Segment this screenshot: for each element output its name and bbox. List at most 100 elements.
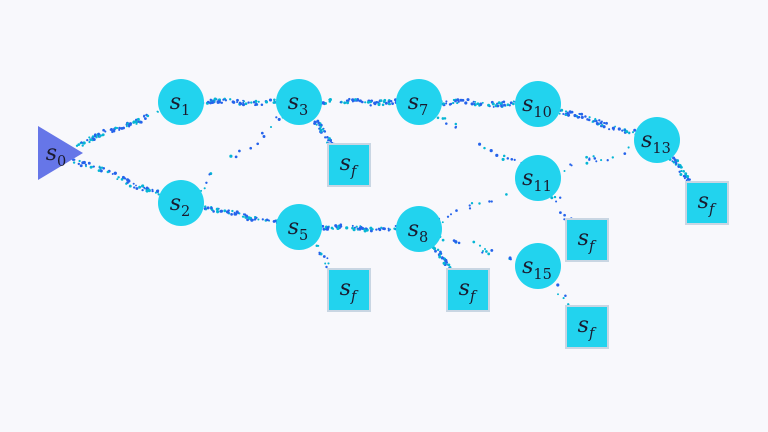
trajectory-dot: [456, 98, 460, 102]
trajectory-dot: [563, 170, 566, 172]
trajectory-dot: [443, 104, 446, 107]
label-subscript: 0: [57, 154, 66, 170]
label-subscript: 2: [181, 204, 190, 220]
trajectory-dot: [598, 119, 601, 122]
trajectory-dot: [320, 130, 322, 133]
trajectory-dot: [233, 212, 237, 216]
trajectory-dot: [363, 228, 366, 231]
trajectory-dot: [490, 248, 494, 252]
trajectory-dot: [438, 255, 442, 259]
trajectory-dot: [378, 228, 382, 232]
trajectory-dot: [625, 130, 629, 134]
label-subscript: f: [469, 289, 478, 305]
trajectory-dot: [592, 120, 596, 123]
trajectory-dot: [354, 98, 357, 101]
trajectory-dot: [351, 98, 355, 102]
trajectory-dot: [92, 138, 96, 141]
trajectory-dot: [147, 189, 151, 193]
trajectory-dot: [484, 248, 486, 250]
trajectory-dot: [210, 206, 213, 210]
trajectory-dot: [238, 149, 241, 153]
trajectory-dot: [497, 101, 501, 105]
trajectory-dot: [99, 169, 103, 173]
trajectory-dot: [564, 110, 568, 113]
trajectory-dot: [209, 98, 213, 102]
state-circle: [276, 204, 322, 250]
trajectory-dot: [680, 166, 683, 169]
node-label-f3: sf: [340, 151, 359, 180]
edge-s2-s3: [194, 115, 285, 192]
trajectory-dot: [436, 248, 440, 252]
trajectory-dot: [621, 129, 624, 132]
trajectory-dot: [277, 117, 281, 121]
trajectory-dot: [481, 251, 484, 254]
trajectory-dot: [92, 165, 95, 168]
trajectory-dot: [213, 97, 217, 101]
label-subscript: 7: [419, 103, 428, 119]
trajectory-dot: [204, 205, 207, 208]
trajectory-dot: [588, 116, 591, 119]
trajectory-dot: [479, 103, 482, 106]
trajectory-dot: [563, 213, 566, 217]
trajectory-dot: [496, 102, 499, 105]
trajectory-dot: [116, 178, 119, 181]
edge-s7-s11: [436, 116, 525, 168]
trajectory-dot: [487, 103, 491, 107]
state-circle: [396, 206, 442, 252]
trajectory-dot: [569, 163, 572, 166]
trajectory-dot: [123, 177, 127, 180]
trajectory-dot: [684, 175, 687, 178]
trajectory-dot: [219, 209, 224, 213]
trajectory-dot: [326, 227, 329, 230]
trajectory-dot: [157, 193, 160, 196]
trajectory-dot: [512, 100, 515, 103]
label-base: s: [522, 254, 533, 279]
edge-s0-s2: [71, 158, 167, 198]
trajectory-dot: [98, 134, 102, 138]
trajectory-dot: [114, 126, 117, 130]
trajectory-dot: [142, 115, 146, 118]
trajectory-dot: [454, 122, 458, 126]
trajectory-dot: [255, 101, 258, 103]
trajectory-dot: [81, 161, 85, 165]
trajectory-dot: [491, 102, 495, 106]
trajectory-dot: [477, 102, 480, 105]
trajectory-dot: [591, 121, 594, 123]
trajectory-dot: [141, 188, 144, 192]
node-label-s15: s15: [522, 254, 552, 283]
node-label-f8: sf: [459, 276, 478, 305]
node-label-s0: s0: [46, 141, 67, 170]
trajectory-dot: [387, 102, 391, 106]
trajectory-dot: [379, 99, 383, 102]
node-label-s5: s5: [288, 215, 309, 244]
node-s2: s2: [158, 180, 204, 226]
trajectory-dot: [229, 98, 232, 101]
trajectory-dot: [206, 100, 210, 104]
trajectory-dot: [576, 116, 580, 119]
trajectory-dot: [614, 125, 617, 128]
trajectory-dot: [490, 200, 493, 203]
trajectory-dot: [80, 141, 83, 144]
label-subscript: 13: [652, 141, 670, 157]
trajectory-dot: [241, 215, 244, 218]
trajectory-dot: [133, 186, 136, 189]
trajectory-dot: [492, 105, 495, 108]
trajectory-dot: [562, 297, 565, 300]
trajectory-dot: [205, 208, 208, 211]
trajectory-dot: [78, 159, 81, 163]
label-base: s: [459, 276, 470, 301]
trajectory-dot: [135, 184, 137, 187]
trajectory-dot: [346, 101, 350, 105]
trajectory-dot: [446, 215, 450, 218]
trajectory-dot: [454, 240, 458, 244]
state-circle: [158, 79, 204, 125]
trajectory-dot: [321, 101, 325, 105]
trajectory-dot: [102, 128, 105, 132]
trajectory-dot: [600, 120, 603, 123]
trajectory-dot: [454, 99, 457, 103]
trajectory-dot: [141, 184, 145, 188]
trajectory-dot: [315, 123, 318, 126]
trajectory-dot: [377, 101, 380, 104]
trajectory-dot: [117, 176, 120, 179]
